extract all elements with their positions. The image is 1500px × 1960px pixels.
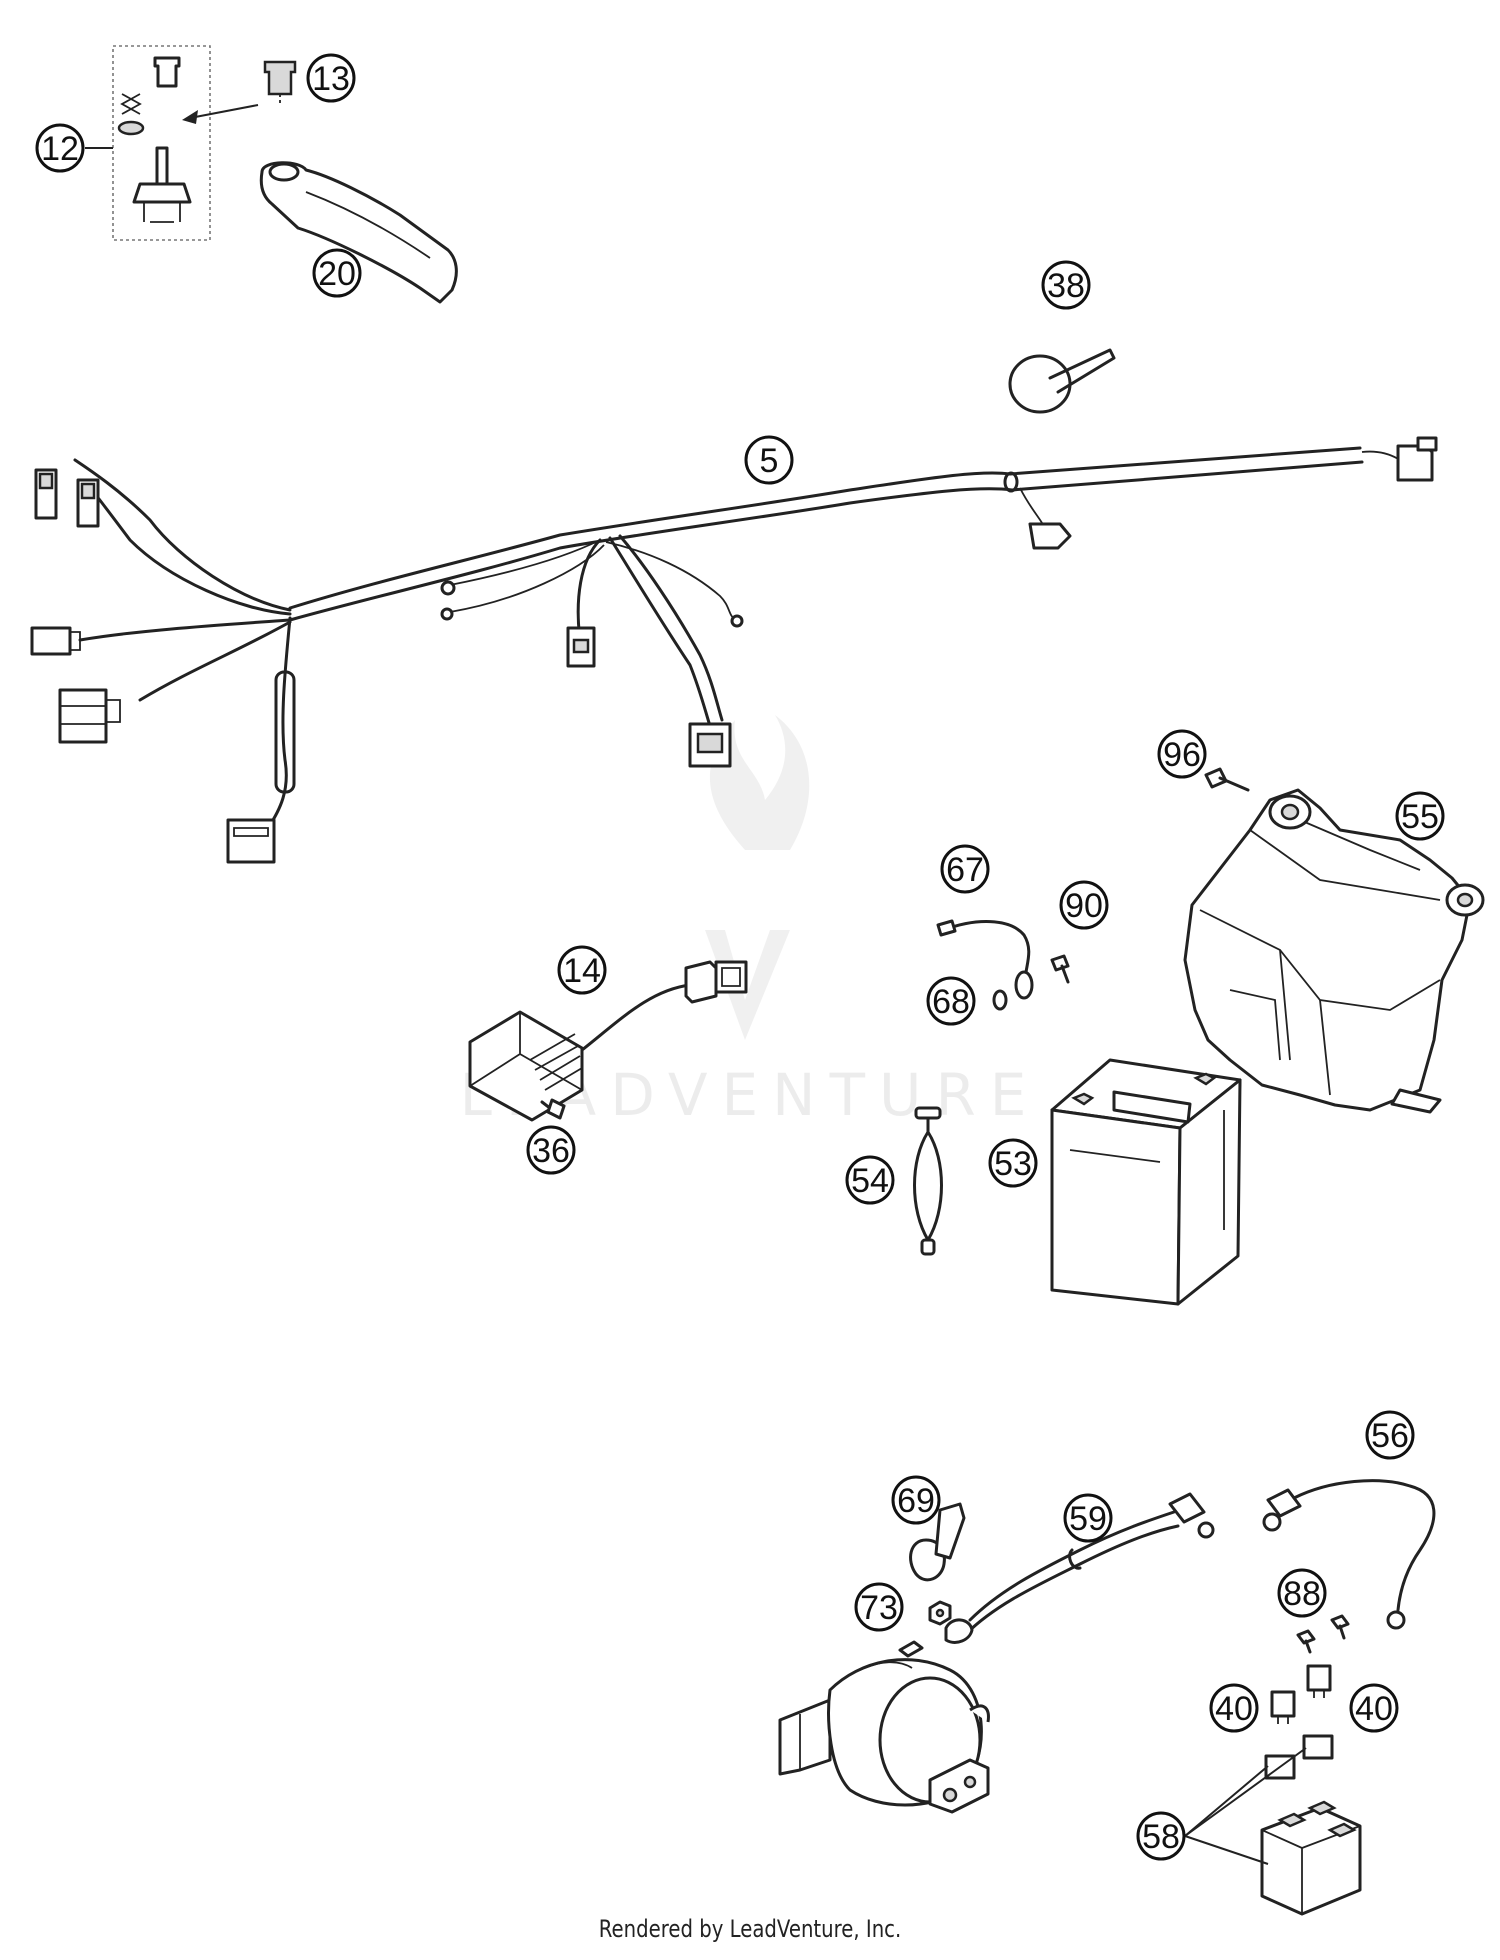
callout-73: 73 bbox=[854, 1582, 904, 1632]
svg-text:12: 12 bbox=[41, 130, 79, 168]
footer-credit: Rendered by LeadVenture, Inc. bbox=[598, 1915, 902, 1943]
part-38-cable-tie bbox=[1008, 348, 1116, 414]
callout-55: 55 bbox=[1395, 791, 1445, 841]
part-88-screws bbox=[1296, 1614, 1350, 1654]
callout-12: 12 bbox=[35, 123, 85, 173]
callout-20: 20 bbox=[312, 248, 362, 298]
svg-text:40: 40 bbox=[1355, 1690, 1393, 1728]
part-5-wiring-harness bbox=[30, 436, 1438, 864]
part-73-nut bbox=[928, 1600, 952, 1626]
svg-text:14: 14 bbox=[563, 952, 601, 990]
part-69-terminal-cap bbox=[909, 1502, 966, 1582]
part-20-lever bbox=[259, 161, 458, 304]
svg-text:67: 67 bbox=[946, 851, 984, 889]
svg-text:20: 20 bbox=[318, 255, 356, 293]
svg-text:54: 54 bbox=[851, 1162, 889, 1200]
callout-40-right: 40 bbox=[1349, 1683, 1399, 1733]
callout-56: 56 bbox=[1365, 1410, 1415, 1460]
svg-text:59: 59 bbox=[1069, 1500, 1107, 1538]
part-14-voltage-regulator bbox=[468, 960, 748, 1122]
leader-58 bbox=[1184, 1747, 1307, 1865]
part-68-washer bbox=[992, 989, 1008, 1011]
part-96-bolt bbox=[1204, 767, 1250, 792]
part-56-cable bbox=[1262, 1479, 1436, 1630]
callout-88: 88 bbox=[1277, 1568, 1327, 1618]
part-67-ground-wire bbox=[936, 919, 1034, 1000]
callout-40-left: 40 bbox=[1209, 1683, 1259, 1733]
svg-text:68: 68 bbox=[932, 983, 970, 1021]
svg-text:5: 5 bbox=[760, 442, 779, 480]
part-13-grommet bbox=[263, 60, 297, 106]
part-12-fastener-kit bbox=[112, 45, 211, 241]
callout-58: 58 bbox=[1136, 1811, 1186, 1861]
arrow-13-to-12 bbox=[182, 104, 259, 124]
callout-13: 13 bbox=[306, 53, 356, 103]
svg-text:13: 13 bbox=[312, 60, 350, 98]
callout-36: 36 bbox=[526, 1125, 576, 1175]
part-54-battery-strap bbox=[913, 1106, 943, 1256]
svg-text:38: 38 bbox=[1047, 267, 1085, 305]
part-58-starter-relay bbox=[1260, 1734, 1362, 1916]
svg-text:40: 40 bbox=[1215, 1690, 1253, 1728]
svg-text:96: 96 bbox=[1163, 736, 1201, 774]
callout-53: 53 bbox=[988, 1138, 1038, 1188]
part-40-fuses bbox=[1270, 1664, 1332, 1724]
svg-text:36: 36 bbox=[532, 1132, 570, 1170]
callout-96: 96 bbox=[1157, 729, 1207, 779]
part-59-starter-cable bbox=[944, 1492, 1215, 1644]
callout-59: 59 bbox=[1063, 1493, 1113, 1543]
callout-38: 38 bbox=[1041, 260, 1091, 310]
svg-text:55: 55 bbox=[1401, 798, 1439, 836]
svg-text:56: 56 bbox=[1371, 1417, 1409, 1455]
callout-90: 90 bbox=[1059, 880, 1109, 930]
part-36-bolt bbox=[540, 1098, 566, 1120]
svg-text:90: 90 bbox=[1065, 887, 1103, 925]
part-90-screw bbox=[1050, 954, 1070, 984]
callout-54: 54 bbox=[845, 1155, 895, 1205]
callout-5: 5 bbox=[744, 435, 794, 485]
svg-text:73: 73 bbox=[860, 1589, 898, 1627]
starter-motor bbox=[778, 1640, 990, 1814]
svg-text:69: 69 bbox=[897, 1482, 935, 1520]
part-55-battery-holder bbox=[1183, 788, 1485, 1114]
watermark-logo bbox=[705, 715, 810, 1040]
svg-text:58: 58 bbox=[1142, 1818, 1180, 1856]
svg-text:88: 88 bbox=[1283, 1575, 1321, 1613]
svg-text:53: 53 bbox=[994, 1145, 1032, 1183]
callout-14: 14 bbox=[557, 945, 607, 995]
callout-67: 67 bbox=[940, 844, 990, 894]
callout-68: 68 bbox=[926, 976, 976, 1026]
part-53-battery bbox=[1050, 1058, 1242, 1306]
callout-69: 69 bbox=[891, 1475, 941, 1525]
